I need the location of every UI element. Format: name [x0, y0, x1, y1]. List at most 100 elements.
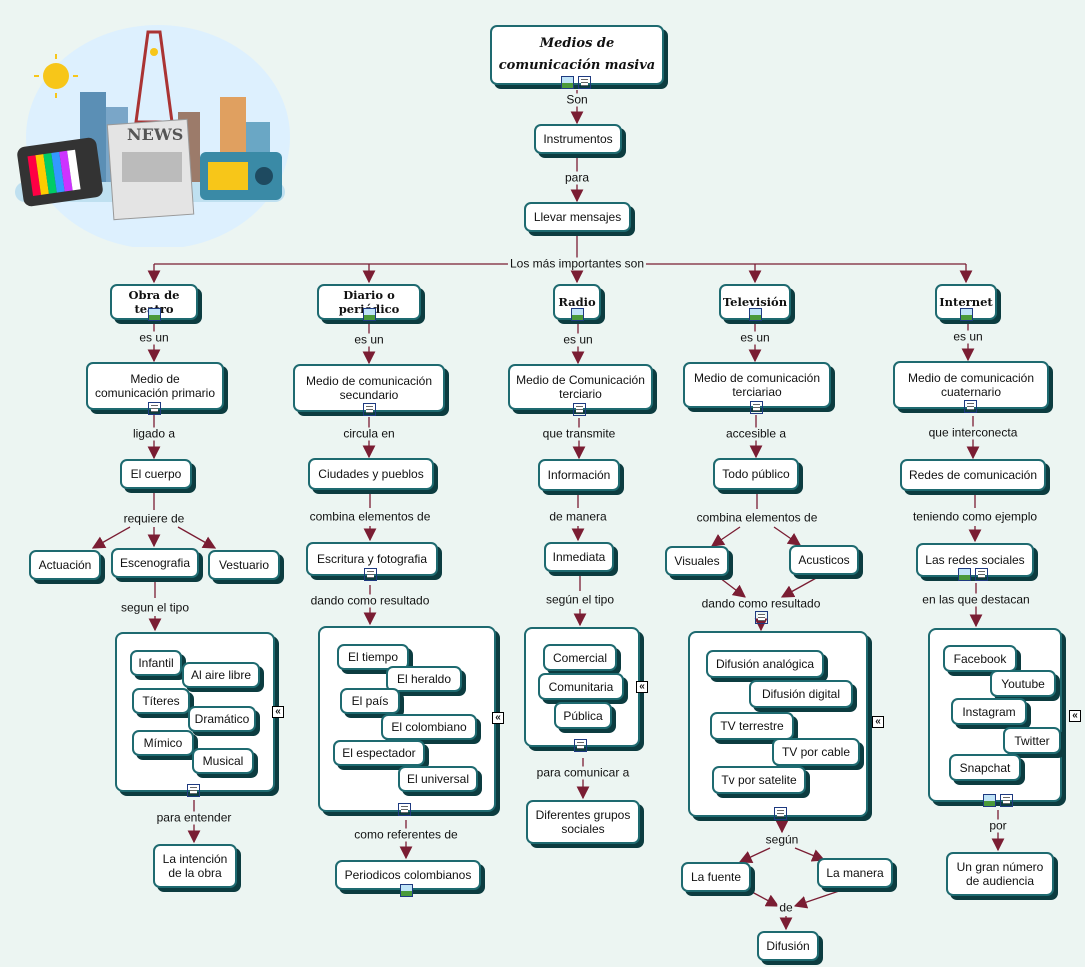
image-icon[interactable] — [561, 76, 574, 89]
link-requiere: requiere de — [121, 511, 187, 526]
image-icon[interactable] — [363, 308, 376, 321]
link-transmite: que transmite — [540, 426, 618, 441]
document-icon[interactable] — [148, 402, 161, 415]
diario-item[interactable]: El colombiano — [381, 714, 477, 740]
link-segun-3: según — [763, 832, 801, 847]
radio-item[interactable]: Comunitaria — [538, 673, 624, 700]
link-combina-1: combina elementos de — [307, 509, 433, 524]
redes-item[interactable]: Twitter — [1003, 727, 1061, 754]
node-llevar[interactable]: Llevar mensajes — [524, 202, 631, 232]
teatro-item[interactable]: Infantil — [130, 650, 182, 676]
link-por: por — [987, 818, 1009, 833]
node-actuacion[interactable]: Actuación — [29, 550, 101, 580]
redes-item[interactable]: Facebook — [943, 645, 1017, 672]
expand-icon[interactable]: « — [872, 716, 884, 728]
diario-item[interactable]: El universal — [398, 766, 478, 792]
document-icon[interactable] — [187, 784, 200, 797]
node-medio5[interactable]: Medio de comunicación cuaternario — [893, 361, 1049, 409]
node-fuente[interactable]: La fuente — [681, 862, 751, 892]
expand-icon[interactable]: « — [636, 681, 648, 693]
link-en-las-que: en las que destacan — [920, 592, 1032, 607]
image-icon[interactable] — [983, 794, 996, 807]
arrow — [794, 847, 826, 862]
tv-item[interactable]: TV por cable — [772, 738, 860, 766]
node-medio4[interactable]: Medio de comunicación terciariao — [683, 362, 831, 408]
node-instrumentos[interactable]: Instrumentos — [534, 124, 622, 154]
diario-item[interactable]: El heraldo — [386, 666, 462, 692]
link-ligado: ligado a — [130, 426, 178, 441]
image-icon[interactable] — [148, 308, 161, 321]
diario-item[interactable]: El tiempo — [337, 644, 409, 670]
node-manera[interactable]: La manera — [817, 858, 893, 888]
expand-icon[interactable]: « — [272, 706, 284, 718]
image-icon[interactable] — [958, 568, 971, 581]
document-icon[interactable] — [573, 403, 586, 416]
tv-item[interactable]: Difusión analógica — [706, 650, 824, 678]
link-comunicar: para comunicar a — [534, 765, 632, 780]
arrow — [793, 889, 843, 909]
image-icon[interactable] — [400, 884, 413, 897]
node-difusion[interactable]: Difusión — [757, 931, 819, 961]
node-redes-sociales[interactable]: Las redes sociales — [916, 543, 1034, 577]
node-gran-numero[interactable]: Un gran número de audiencia — [946, 852, 1054, 896]
tv-item[interactable]: Tv por satelite — [712, 766, 806, 794]
document-icon[interactable] — [975, 568, 988, 581]
diario-item[interactable]: El espectador — [333, 740, 425, 766]
node-vestuario[interactable]: Vestuario — [208, 550, 280, 580]
node-todo[interactable]: Todo público — [713, 458, 799, 490]
node-escenografia[interactable]: Escenografia — [111, 548, 199, 578]
link-de: de — [777, 900, 795, 915]
document-icon[interactable] — [574, 739, 587, 752]
teatro-item[interactable]: Títeres — [132, 688, 190, 714]
document-icon[interactable] — [750, 401, 763, 414]
image-icon[interactable] — [571, 308, 584, 321]
teatro-item[interactable]: Dramático — [188, 706, 256, 732]
document-icon[interactable] — [578, 76, 591, 89]
teatro-item[interactable]: Musical — [192, 748, 254, 774]
redes-item[interactable]: Youtube — [990, 670, 1056, 697]
node-redes[interactable]: Redes de comunicación — [900, 459, 1046, 491]
link-es-un-4: es un — [738, 330, 772, 345]
node-periodicos[interactable]: Periodicos colombianos — [335, 860, 481, 890]
television-node[interactable]: Televisión — [719, 284, 791, 320]
image-icon[interactable] — [749, 308, 762, 321]
tv-item[interactable]: TV terrestre — [710, 712, 794, 740]
link-entender: para entender — [154, 810, 234, 825]
sun-icon — [43, 63, 69, 89]
node-intencion[interactable]: La intención de la obra — [153, 844, 237, 888]
document-icon[interactable] — [755, 611, 768, 624]
image-icon[interactable] — [960, 308, 973, 321]
link-son: Son — [564, 92, 590, 107]
node-inmediata[interactable]: Inmediata — [544, 542, 614, 572]
node-diferentes[interactable]: Diferentes grupos sociales — [526, 800, 640, 844]
arrow — [177, 526, 217, 549]
link-dando-1: dando como resultado — [308, 593, 432, 608]
node-informacion[interactable]: Información — [538, 459, 620, 491]
redes-item[interactable]: Instagram — [951, 698, 1027, 725]
document-icon[interactable] — [398, 803, 411, 816]
teatro-item[interactable]: Mímico — [132, 730, 194, 756]
redes-item[interactable]: Snapchat — [949, 754, 1021, 781]
radio-item[interactable]: Pública — [554, 702, 612, 729]
node-cuerpo[interactable]: El cuerpo — [120, 459, 192, 489]
document-icon[interactable] — [364, 568, 377, 581]
radio-item[interactable]: Comercial — [543, 644, 617, 671]
tv-item[interactable]: Difusión digital — [749, 680, 853, 708]
arrow — [738, 847, 771, 863]
expand-icon[interactable]: « — [1069, 710, 1081, 722]
document-icon[interactable] — [774, 807, 787, 820]
arrow — [773, 526, 802, 546]
node-acusticos[interactable]: Acusticos — [789, 545, 859, 575]
node-visuales[interactable]: Visuales — [665, 546, 729, 576]
document-icon[interactable] — [1000, 794, 1013, 807]
diario-item[interactable]: El país — [340, 688, 400, 714]
node-ciudades[interactable]: Ciudades y pueblos — [308, 458, 434, 490]
expand-icon[interactable]: « — [492, 712, 504, 724]
teatro-item[interactable]: Al aire libre — [182, 662, 260, 688]
link-los-mas: Los más importantes son — [507, 256, 647, 271]
document-icon[interactable] — [363, 403, 376, 416]
root-node[interactable]: Medios de comunicación masiva — [490, 25, 664, 85]
document-icon[interactable] — [964, 400, 977, 413]
link-es-un-2: es un — [352, 332, 386, 347]
node-medio2[interactable]: Medio de comunicación secundario — [293, 364, 445, 412]
